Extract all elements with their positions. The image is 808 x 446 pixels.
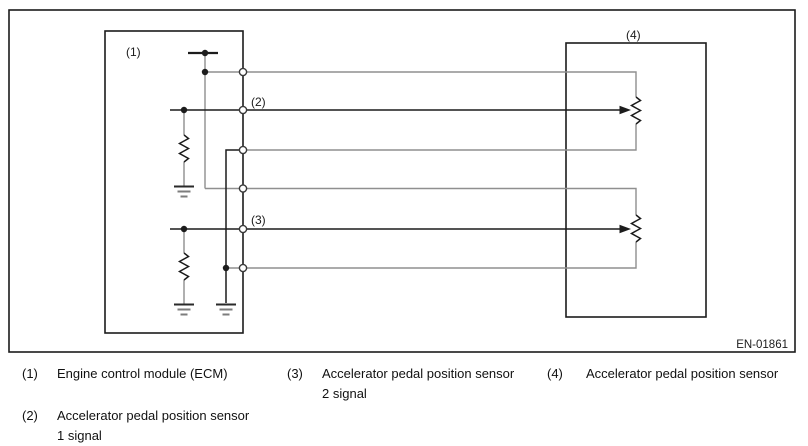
- signal2-wire-label: (3): [251, 213, 266, 227]
- diagram-frame: [8, 9, 796, 353]
- sensor2-supply-wire: [205, 187, 637, 215]
- sensor-potentiometer-2: [629, 214, 643, 243]
- ecm-label: (1): [126, 45, 141, 59]
- internal-ground-return-wire: [225, 149, 242, 303]
- legend-text: Accelerator pedal position sensor 2 sign…: [322, 366, 515, 401]
- sensor1-return-wire: [244, 124, 637, 151]
- ecm-pin: [238, 184, 248, 193]
- legend-marker: (1): [22, 366, 38, 381]
- ground-symbol-1: [174, 185, 194, 198]
- sensor2-return-wire: [229, 242, 637, 269]
- wiring-diagram: (1) (2) (3) (4) EN-01861: [8, 9, 796, 353]
- signal-wires: [170, 51, 620, 303]
- junction-dot: [180, 106, 188, 114]
- junction-dot: [201, 68, 209, 76]
- sensor1-supply-wire: [205, 71, 637, 97]
- junction-dot: [180, 225, 188, 233]
- ecm-resistor-2: [177, 252, 191, 281]
- junction-dot: [222, 264, 230, 272]
- signal1-arrowhead-icon: [619, 105, 631, 115]
- sensor-label: (4): [626, 28, 641, 42]
- ecm-resistor-1: [177, 134, 191, 163]
- ecm-pin: [238, 105, 248, 115]
- legend-text: Accelerator pedal position sensor 1 sign…: [57, 408, 250, 443]
- ecm-pin: [238, 67, 248, 77]
- harness-wires: [183, 53, 637, 304]
- legend-marker: (2): [22, 408, 38, 423]
- ecm-pin: [238, 145, 248, 155]
- ground-symbol-3: [216, 303, 236, 316]
- signal1-wire-label: (2): [251, 95, 266, 109]
- legend-item-4: (4) Accelerator pedal position sensor: [547, 364, 778, 384]
- legend-item-2: (2) Accelerator pedal position sensor 1 …: [22, 406, 249, 446]
- legend-item-3: (3) Accelerator pedal position sensor 2 …: [287, 364, 514, 404]
- sensor-potentiometer-1: [629, 96, 643, 125]
- legend-text: Accelerator pedal position sensor: [586, 366, 779, 381]
- legend-marker: (4): [547, 366, 563, 381]
- ground-symbol-2: [174, 303, 194, 316]
- junction-dot: [201, 49, 209, 57]
- signal2-arrowhead-icon: [619, 224, 631, 234]
- legend-text: Engine control module (ECM): [57, 366, 228, 381]
- ecm-pin: [238, 224, 248, 234]
- sensor-box: [565, 42, 707, 318]
- ecm-box: [104, 30, 244, 334]
- legend-item-1: (1) Engine control module (ECM): [22, 364, 228, 384]
- figure-id: EN-01861: [736, 339, 788, 351]
- legend-marker: (3): [287, 366, 303, 381]
- ecm-pin: [238, 263, 248, 273]
